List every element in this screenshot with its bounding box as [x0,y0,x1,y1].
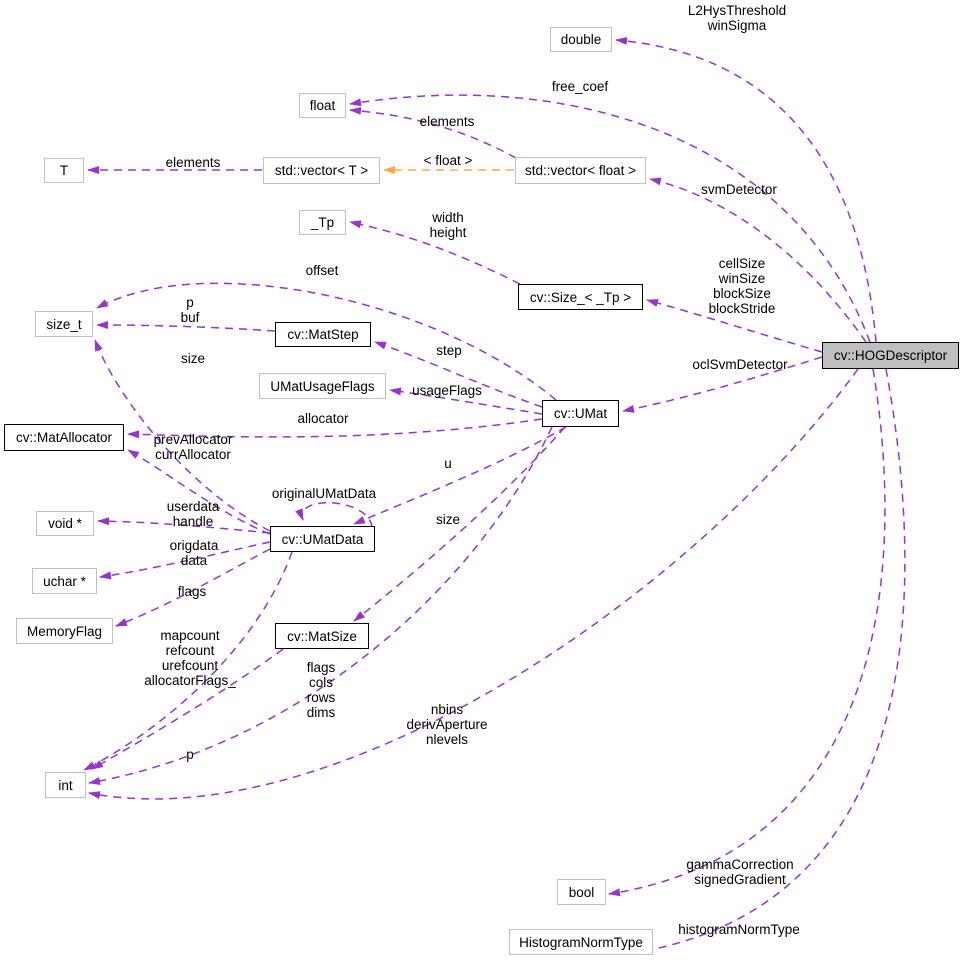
edge-label-elements-t: elements [165,155,221,170]
edge-umat-int-flags [88,426,553,786]
edge-label-size-sizet: size [180,351,206,366]
edge-label-width-height: width height [429,210,467,240]
edge-label-usageflags: usageFlags [412,383,482,398]
edge-label-p-int: p [186,747,194,762]
edge-umat-usageflags [389,387,543,415]
edge-label-free-coef: free_coef [551,79,609,94]
node-bool: bool [557,879,606,905]
edge-hog-float-freecoef [349,94,871,343]
edge-umat-matsize-size [353,426,566,622]
node-cv-hogdescriptor: cv::HOGDescriptor [822,342,959,369]
node-int: int [45,772,86,798]
node-std-vector-float: std::vector< float > [515,157,646,184]
edge-label-p-buf: p buf [180,295,200,325]
edge-umatdata-voidptr-userdata [97,517,271,534]
edge-label-offset: offset [305,263,339,278]
edge-hog-int-nbins [88,368,859,800]
node-cv-matsize[interactable]: cv::MatSize [275,623,369,649]
edge-matstep-sizet-pbuf [96,321,276,332]
edge-hog-vectorfloat-svmdetector [649,177,867,343]
edge-label-flags-cols-rows-dims: flags cols rows dims [306,660,336,720]
node-uchar-ptr: uchar * [32,568,97,594]
edge-label-originalumatdata: originalUMatData [271,486,377,501]
node-cv-umat[interactable]: cv::UMat [542,400,619,427]
edge-hog-bool-gamma [608,368,886,897]
edge-size-tp-widthheight [349,220,521,285]
node-size-t: size_t [35,311,93,337]
edge-umat-matallocator-allocator [127,418,543,439]
node-cv-matallocator[interactable]: cv::MatAllocator [4,424,124,451]
node-std-vector-t: std::vector< T > [263,157,380,184]
edge-umatdata-sizet-size [94,339,271,532]
edge-umatdata-ucharptr-origdata [99,541,271,580]
edge-label-flags-memory: flags [177,584,207,599]
edge-label-oclsvmdetector: oclSvmDetector [692,357,788,372]
edge-umatdata-int-mapcount [83,551,293,771]
edge-label-step: step [436,343,462,358]
edge-label-origdata-data: origdata data [169,538,219,568]
edge-vectorfloat-float-elements [349,106,517,159]
node-cv-size[interactable]: cv::Size_< _Tp > [518,284,643,310]
edge-hog-size-cellsize [646,299,823,353]
node-float: float [299,93,346,118]
edge-umatdata-memoryflag-flags [115,548,271,627]
edge-umat-umatdata-u [353,426,567,525]
edge-umat-sizet-offset [96,282,557,401]
edge-label-gammacorrection-signedgradient: gammaCorrection signedGradient [686,857,794,887]
edge-hog-umat-oclsvmdetector [622,356,823,413]
edge-label-size-matsize: size [435,512,461,527]
node-histogramnormtype: HistogramNormType [509,929,653,955]
node-tp: _Tp [299,210,346,235]
edge-label-template-float: < float > [423,153,473,168]
edge-label-elements-float: elements [419,114,475,129]
edge-label-allocator: allocator [297,411,349,426]
edge-label-userdata-handle: userdata handle [166,499,220,529]
node-memoryflag: MemoryFlag [16,618,113,644]
edge-label-l2hysthreshold-winsigma: L2HysThreshold winSigma [687,3,787,33]
edge-label-u: u [444,456,452,471]
edge-hog-histnormtype [632,368,906,956]
edge-label-nbins-group: nbins derivAperture nlevels [406,702,488,747]
edge-label-cellsize-group: cellSize winSize blockSize blockStride [708,256,776,316]
edge-label-prevallocator-currallocator: prevAllocator currAllocator [153,432,233,462]
edge-label-svmdetector: svmDetector [701,182,777,197]
node-cv-matstep[interactable]: cv::MatStep [275,322,371,347]
node-cv-umatdata[interactable]: cv::UMatData [270,526,375,552]
node-t: T [44,158,84,183]
edge-umatdata-selfloop [295,502,373,528]
node-umatusageflags: UMatUsageFlags [259,373,386,399]
edge-umat-matstep-step [374,341,543,408]
edge-label-mapcount-group: mapcount refcount urefcount allocatorFla… [144,628,236,688]
node-void-ptr: void * [36,511,94,536]
edge-umatdata-matallocator-prevcurr [127,449,271,535]
node-double: double [550,27,612,52]
edge-label-histogramnormtype: histogramNormType [678,922,800,937]
edge-matsize-int-p [91,648,284,770]
